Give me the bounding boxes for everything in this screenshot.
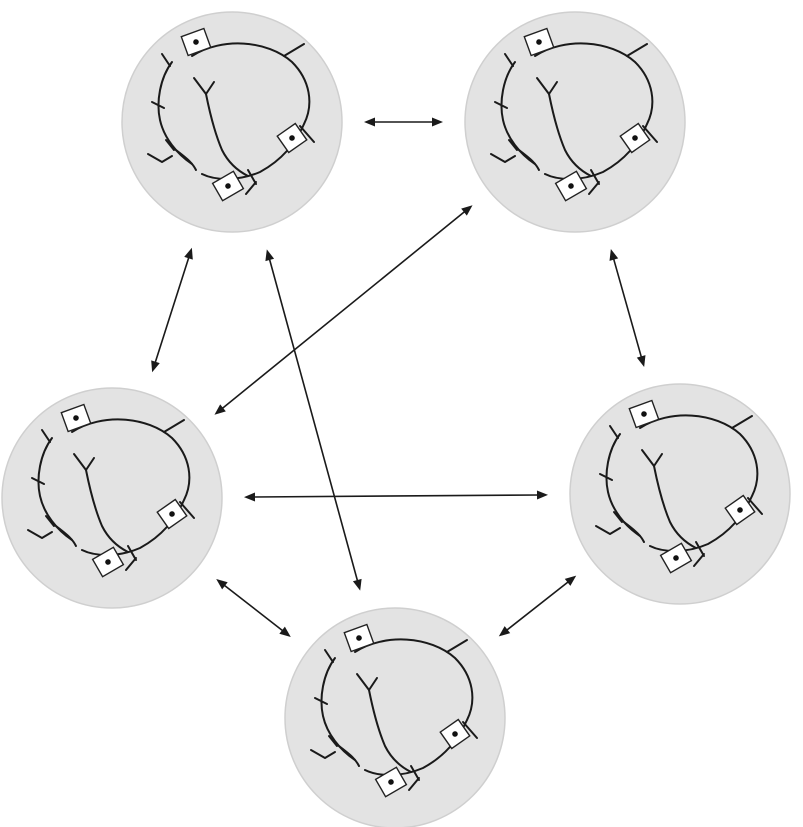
node-top-left xyxy=(121,11,343,233)
arrowhead-icon xyxy=(151,360,160,373)
edge-line xyxy=(505,580,570,632)
node-top-right xyxy=(464,11,686,233)
edge-line xyxy=(154,256,190,364)
edge-line xyxy=(222,583,285,633)
arrowhead-icon xyxy=(432,117,443,127)
edge-line xyxy=(220,210,467,410)
edge-top-right-middle-left xyxy=(214,205,473,415)
arrowhead-icon xyxy=(214,404,226,415)
arrowhead-icon xyxy=(461,205,473,216)
arrowhead-icon xyxy=(636,355,646,367)
edge-middle-left-bottom xyxy=(216,579,291,637)
arrowhead-icon xyxy=(609,249,619,261)
arrowhead-icon xyxy=(364,117,375,127)
node-disc xyxy=(121,11,343,233)
node-middle-left xyxy=(1,387,223,609)
edge-top-left-middle-left xyxy=(151,247,193,373)
arrowhead-icon xyxy=(216,579,228,590)
edge-line xyxy=(252,494,540,498)
arrowhead-icon xyxy=(352,578,362,591)
arrowhead-icon xyxy=(564,575,577,586)
node-disc xyxy=(284,607,506,827)
edges-layer xyxy=(151,117,646,637)
arrowhead-icon xyxy=(184,247,193,260)
node-middle-right xyxy=(569,383,791,605)
edge-line xyxy=(268,257,359,583)
edge-line xyxy=(612,257,643,359)
node-disc xyxy=(569,383,791,605)
arrowhead-icon xyxy=(243,492,256,502)
arrowhead-icon xyxy=(536,490,549,500)
arrowhead-icon xyxy=(498,626,511,637)
arrowhead-icon xyxy=(279,626,291,637)
node-bottom xyxy=(284,607,506,827)
edge-top-right-middle-right xyxy=(609,249,646,367)
edge-middle-right-bottom xyxy=(498,575,577,637)
node-disc xyxy=(464,11,686,233)
node-disc xyxy=(1,387,223,609)
edge-middle-left-middle-right xyxy=(243,490,549,502)
arrowhead-icon xyxy=(265,249,275,262)
nodes-layer xyxy=(1,11,791,827)
edge-top-left-top-right xyxy=(364,117,443,127)
edge-top-left-bottom xyxy=(265,249,362,591)
